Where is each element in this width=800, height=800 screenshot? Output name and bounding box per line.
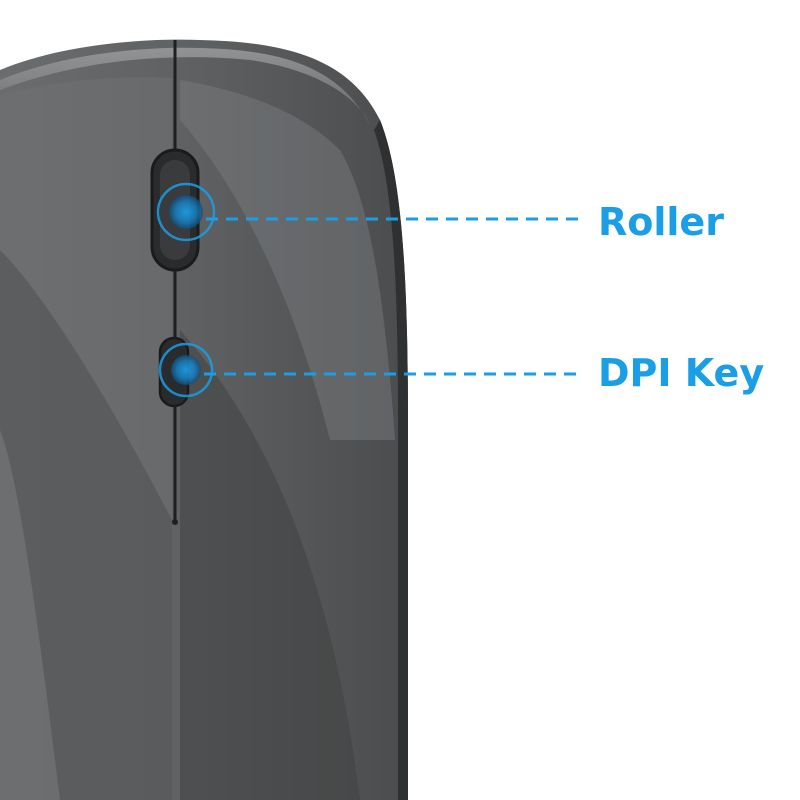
roller-label: Roller [598, 200, 724, 244]
mouse-right-shadow [180, 330, 360, 800]
scroll-wheel-icon [156, 182, 216, 242]
mouse-left-reflection [0, 250, 172, 800]
mouse-edge [374, 120, 408, 800]
mouse-right-facet [180, 80, 395, 440]
dpi-key-label: DPI Key [598, 351, 765, 395]
seam-end-dot [172, 519, 178, 525]
dpi-button-icon [158, 342, 214, 398]
